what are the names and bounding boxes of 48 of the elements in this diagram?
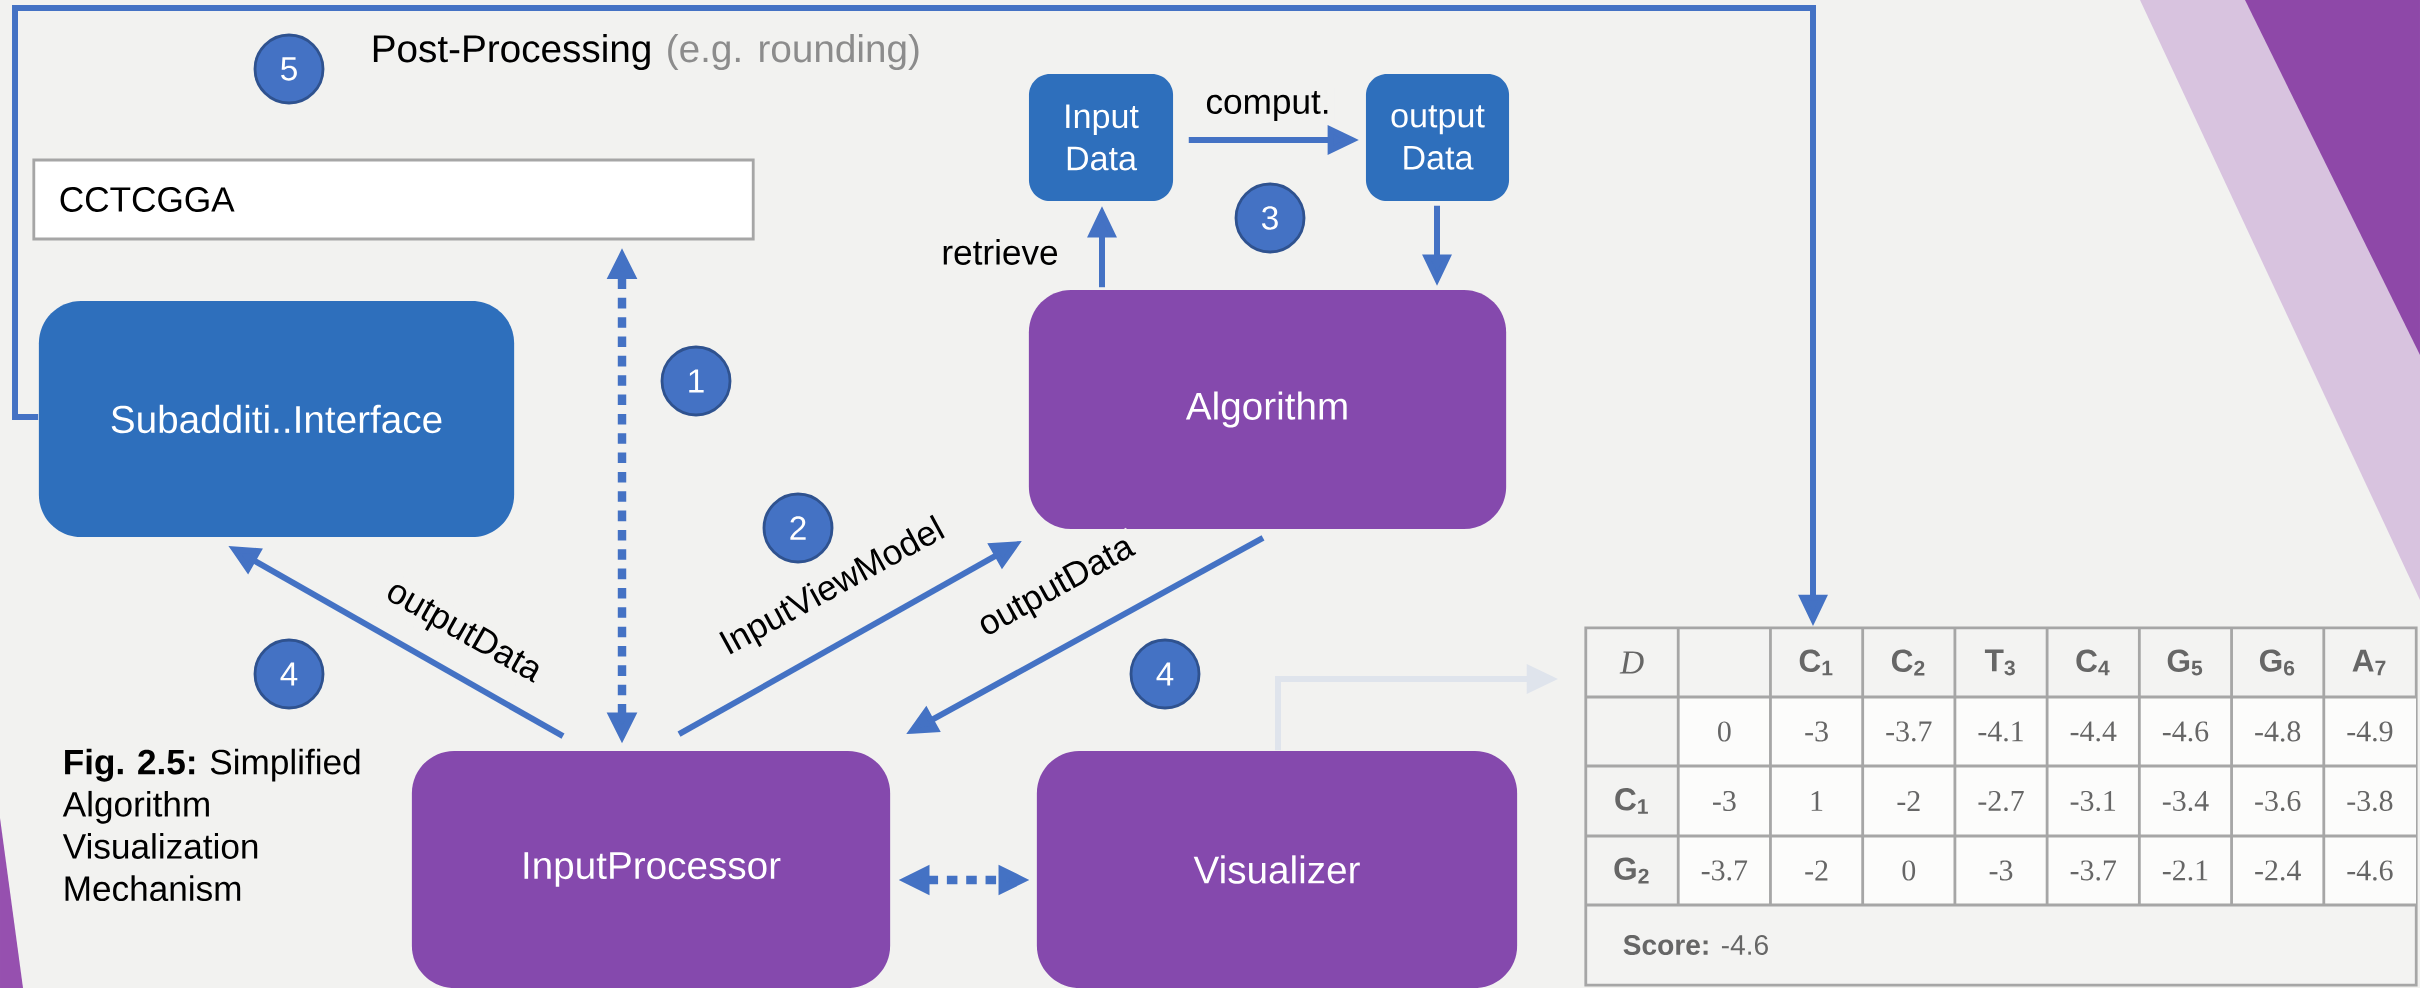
score-table (1584, 626, 2418, 987)
table-cell: -3.1 (2070, 790, 2116, 812)
table-cell: -3.7 (1701, 860, 1748, 881)
table-cell: 0 (1902, 860, 1916, 881)
table-cell: -2.4 (2255, 860, 2301, 881)
table-cell: -2.1 (2162, 860, 2208, 881)
component-box: Visualizer (1036, 750, 1518, 988)
table-cell: C$_{4}$ (2076, 649, 2110, 676)
table-cell: C$_{2}$ (1891, 649, 1925, 676)
table-cell: -4.4 (2070, 721, 2117, 742)
component-box: Algorithm (1028, 289, 1507, 530)
text-field: CCTCGGA (32, 158, 755, 241)
table-cell: -4.9 (2347, 721, 2393, 742)
table-cell: -4.6 (2162, 721, 2209, 742)
table-cell: 0 (1718, 721, 1731, 742)
edge-label: retrieve (937, 235, 1063, 269)
component-box: InputProcessor (411, 750, 891, 988)
table-cell: -3 (1989, 860, 2013, 881)
table-cell: G$_{6}$ (2259, 649, 2295, 676)
score-text: Score: -4.6 (1623, 935, 1768, 955)
table-cell: -3.6 (2255, 790, 2301, 812)
table-cell: -3.7 (2070, 860, 2116, 881)
table-cell: G$_{5}$ (2167, 649, 2203, 676)
data-box: Input Data (1028, 73, 1174, 202)
table-cell: C$_{1}$ (1615, 788, 1648, 814)
table-cell: -3 (1713, 790, 1736, 811)
table-cell: -3.4 (2162, 790, 2209, 812)
table-cell: A$_{7}$ (2352, 649, 2386, 676)
edge-label: comput. (1201, 87, 1335, 125)
table-cell: -2 (1897, 791, 1920, 811)
table-cell: T$_{3}$ (1984, 649, 2015, 676)
table-cell: 1 (1811, 791, 1823, 811)
table-cell: G$_{2}$ (1614, 857, 1649, 884)
table-cell: -4.6 (2347, 860, 2393, 881)
component-box: Subadditi..Interface (38, 300, 515, 538)
data-box: output Data (1365, 73, 1510, 202)
table-cell: -2 (1805, 860, 1828, 881)
figure-caption: Fig. 2.5: Simplified Algorithm Visualization Mechanism (62, 748, 360, 902)
table-cell: -3.8 (2347, 790, 2393, 812)
step-label: Post-Processing (373, 34, 650, 70)
table-cell: -2.7 (1978, 790, 2024, 812)
table-cell: D (1619, 651, 1644, 674)
table-cell: -4.1 (1978, 721, 2023, 742)
step-note: (e.g. rounding) (668, 34, 919, 70)
table-cell: -4.8 (2255, 721, 2301, 742)
table-cell: C$_{1}$ (1799, 649, 1833, 676)
table-cell: -3 (1805, 721, 1828, 742)
table-cell: -3.7 (1886, 721, 1932, 742)
